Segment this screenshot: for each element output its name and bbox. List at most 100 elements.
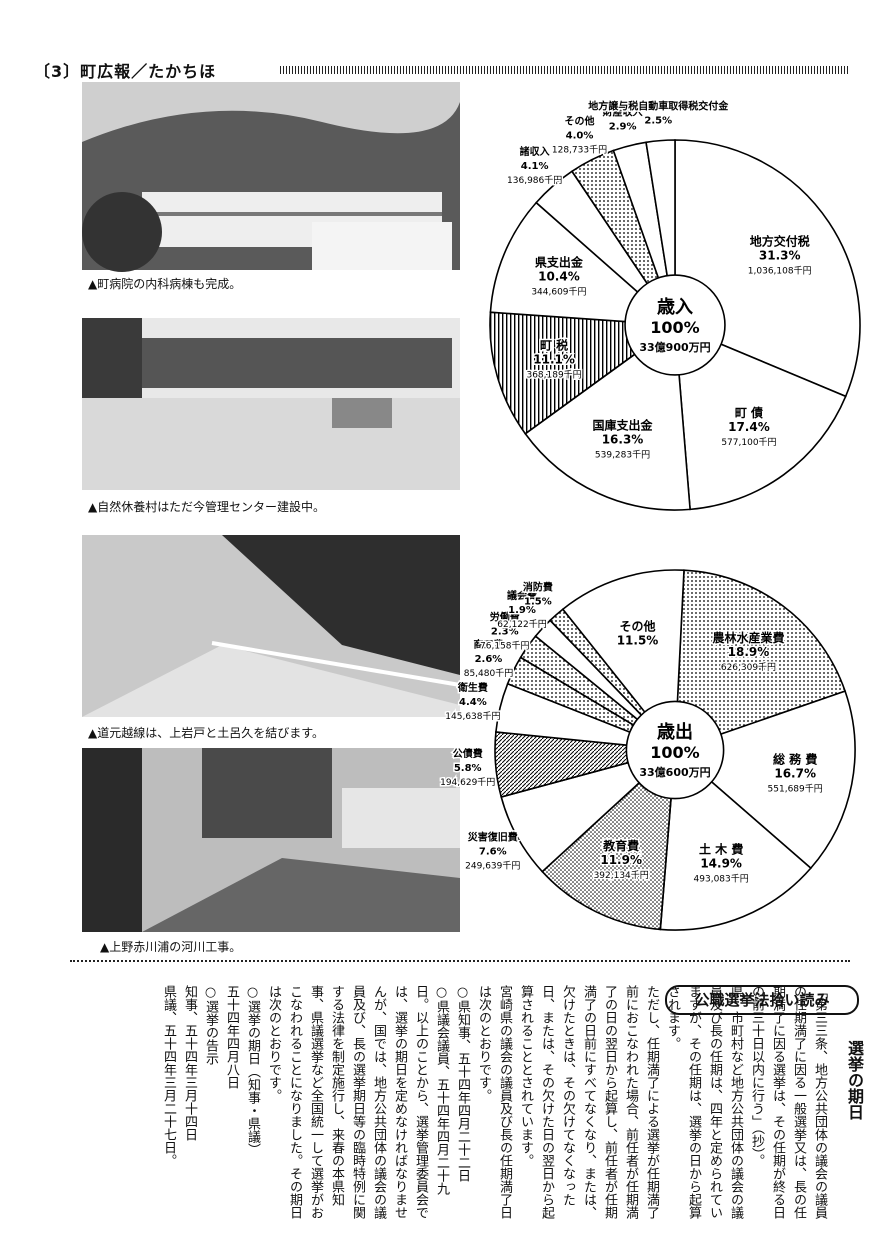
slice-amount: 368,189千円 [526,370,581,381]
slice-name: 商工費 [473,638,503,651]
pie-slice [561,569,685,753]
page-header: 〔3〕町広報／たかちほ [34,62,217,81]
slice-amount: 249,639千円 [465,860,520,871]
slice-amount: 76,158千円 [480,640,529,651]
slice-name: 総 務 費 [773,751,817,766]
photo-caption-3: ▲道元越線は、上岩戸と土呂久を結びます。 [88,726,325,740]
article-badge: 公職選挙法拾い読み [665,985,859,1015]
slice-percent: 14.9% [700,856,742,870]
slice-amount: 344,609千円 [531,286,586,297]
slice-amount: 539,283千円 [595,449,650,460]
slice-amount: 551,689千円 [768,783,823,794]
slice-percent: 2.3% [491,626,519,637]
slice-name: 町 債 [735,405,763,420]
slice-amount: 493,083千円 [694,873,749,884]
river-image [82,748,460,932]
slice-percent: 5.8% [454,763,482,774]
slice-percent: 7.6% [479,846,507,857]
pie-center-title: 歳入 [657,297,693,318]
slice-name: その他 [564,115,594,128]
slice-name: 県支出金 [535,254,584,269]
slice-percent: 16.3% [602,432,644,446]
pie-slice [659,748,812,931]
slice-amount: 85,480千円 [464,668,514,679]
slice-name: 地方譲与税自動車取得税交付金 [588,100,729,113]
slice-name: 農林水産業費 [712,630,784,645]
slice-percent: 4.0% [566,131,594,142]
slice-percent: 4.4% [459,697,487,708]
slice-percent: 1.5% [524,597,552,608]
slice-amount: 1,036,108千円 [748,265,812,276]
slice-name: 国庫支出金 [593,417,654,432]
slice-percent: 2.9% [609,122,637,133]
slice-amount: 194,629千円 [440,777,495,788]
pie-slice [489,201,678,326]
pie-slice-label: 災害復旧費 7.6% 249,639千円 [464,829,522,873]
pie-center [625,700,725,800]
slice-name: 災害復旧費 [467,830,518,843]
photo-caption-1: ▲町病院の内科病棟も完成。 [88,277,242,291]
pie-slice-label: 諸収入 4.1% 136,986千円 [506,143,564,187]
slice-name: 消防費 [523,581,553,594]
pie-center-title: 歳出 [657,721,693,743]
pie-slice-label: 商工費 2.6% 85,480千円 [462,636,515,680]
slice-name: 財産収入 [602,106,643,119]
pie-center-amount: 33億600万円 [639,765,710,779]
header-rule [280,66,850,74]
slice-name: 諸収入 [520,145,550,158]
photo-river [82,748,460,932]
slice-percent: 16.7% [774,766,816,780]
slice-amount: 626,309千円 [721,662,776,673]
slice-amount: 577,100千円 [721,437,776,448]
pie-slice [541,748,676,931]
slice-percent: 18.9% [728,645,770,659]
pie-slice [524,323,691,511]
slice-name: 地方交付税 [750,233,810,248]
slice-percent: 11.1% [533,353,575,367]
slice-name: 衛生費 [457,681,488,694]
article-title: 選挙の期日 [845,1040,864,1120]
construction-image [82,318,460,490]
photo-caption-4: ▲上野赤川浦の河川工事。 [100,940,242,954]
pie-slice-label: 労働費 2.3% 76,158千円 [479,609,531,653]
photo-caption-2: ▲自然休養村はただ今管理センター建設中。 [88,500,325,514]
pie-slice-label: 町 債17.4% 577,100千円 [720,403,778,449]
road-image [82,535,461,717]
photo-road [82,535,461,717]
slice-percent: 2.6% [475,654,503,665]
slice-name: 労働費 [490,610,520,623]
slice-percent: 4.1% [521,161,549,172]
slice-percent: 17.4% [728,420,770,434]
slice-amount: 62,122千円 [497,619,546,630]
slice-name: 土 木 費 [699,841,743,856]
pie-slice-label: 総 務 費16.7% 551,689千円 [766,750,824,796]
slice-percent: 31.3% [759,248,801,262]
slice-amount: 136,986千円 [507,175,562,186]
slice-name: 教育費 [602,838,639,853]
pie-slice [674,323,847,511]
pie-center-total: 100% [650,743,699,762]
pie-center [624,274,726,376]
article-body: 「第三三条、地方公共団体の議会の議員の任期満了に因る一般選挙又は、長の任期満了に… [161,985,827,1219]
photo-nature-village [82,318,460,490]
slice-name: 町 税 [540,338,568,353]
slice-percent: 11.9% [600,853,642,867]
slice-amount: 128,733千円 [552,145,607,156]
slice-percent: 11.5% [617,633,659,647]
pie-slice-label: 土 木 費14.9% 493,083千円 [692,840,750,886]
pie-slice-label: その他 4.0% 128,733千円 [550,113,608,157]
pie-center-amount: 33億900万円 [639,340,710,354]
